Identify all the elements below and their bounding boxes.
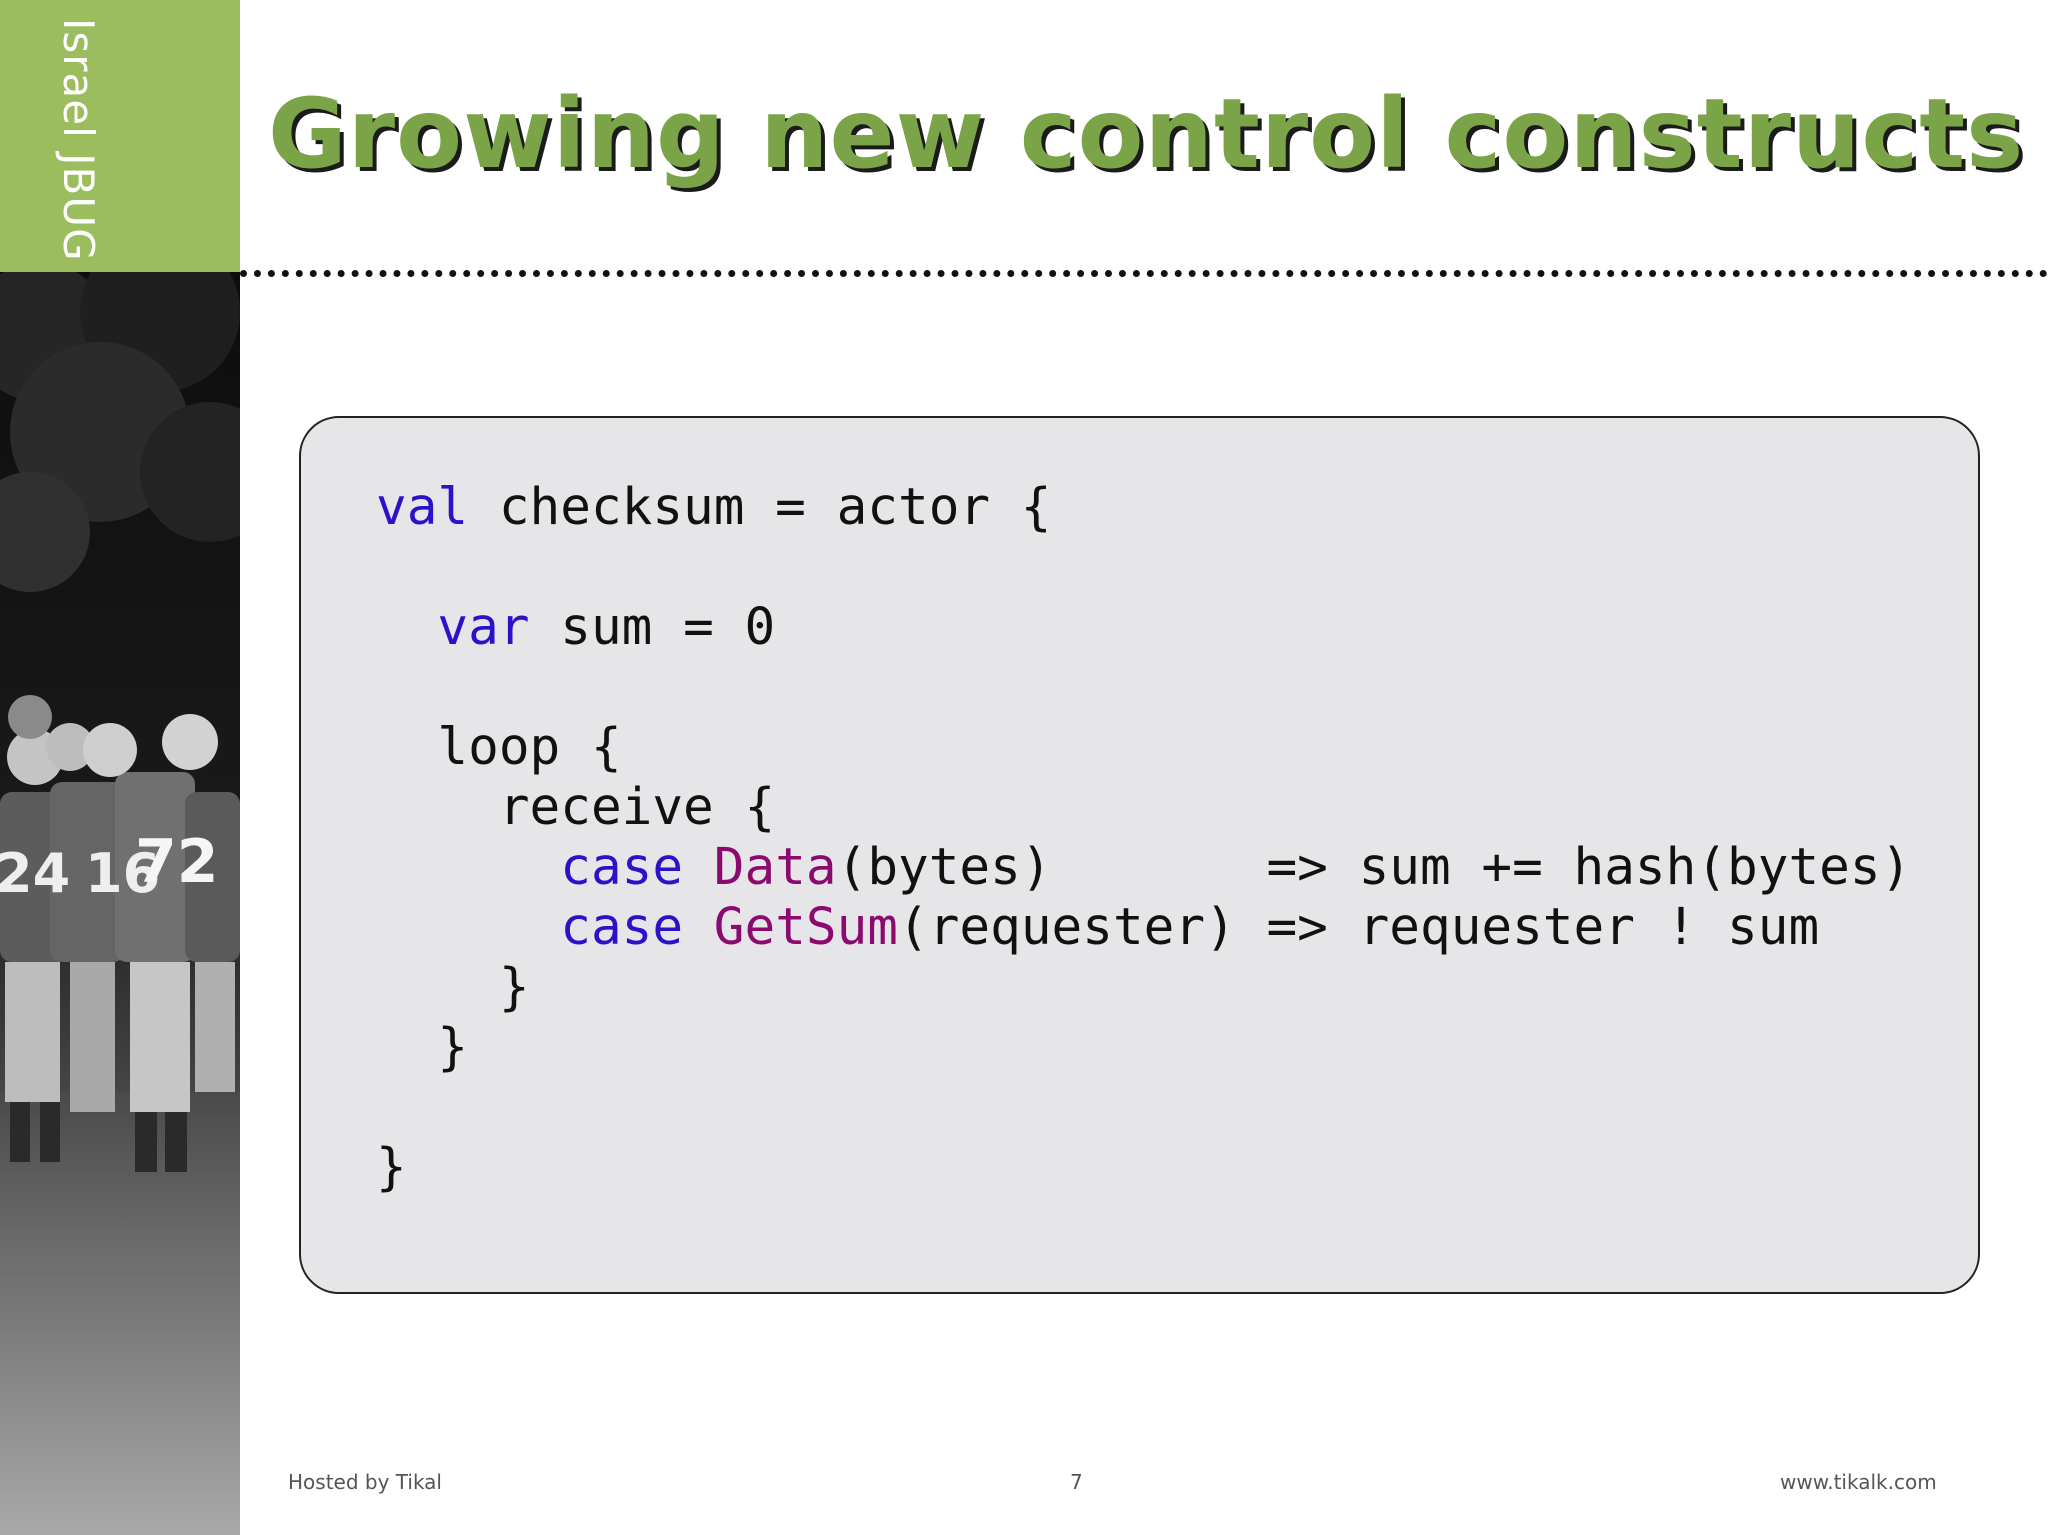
code-keyword: val [376, 478, 469, 537]
football-team-photo: 24 16 72 [0, 272, 240, 1535]
footer-host: Hosted by Tikal [288, 1470, 442, 1494]
code-text: loop { [437, 718, 622, 777]
code-text: checksum = actor { [468, 478, 1052, 537]
sidebar-brand-block: Israel JBUG [0, 0, 240, 272]
slide-title: Growing new control constructs [268, 78, 2025, 190]
code-indent [376, 598, 437, 657]
code-indent [376, 898, 560, 957]
code-line [376, 538, 1911, 598]
code-line [376, 1078, 1911, 1138]
code-line: receive { [376, 778, 1911, 838]
code-indent [376, 1018, 437, 1077]
code-text: (requester) => requester ! sum [898, 898, 1820, 957]
code-text: sum = 0 [529, 598, 776, 657]
code-keyword: case [560, 898, 684, 957]
code-line: case GetSum(requester) => requester ! su… [376, 898, 1911, 958]
footer-page-number: 7 [1070, 1470, 1083, 1494]
code-indent [376, 838, 560, 897]
jersey-number: 24 [0, 842, 70, 905]
code-line: } [376, 1138, 1911, 1198]
jersey-number: 16 [85, 842, 160, 905]
sidebar: Israel JBUG [0, 0, 240, 1535]
code-text: receive { [498, 778, 776, 837]
code-line: val checksum = actor { [376, 478, 1911, 538]
title-divider [240, 270, 2048, 277]
jersey-number: 72 [135, 827, 219, 897]
brand-label: Israel JBUG [54, 18, 103, 262]
code-text: } [437, 1018, 469, 1077]
code-text: } [376, 1138, 407, 1197]
code-line [376, 658, 1911, 718]
code-keyword: var [437, 598, 530, 657]
code-indent [376, 958, 499, 1017]
code-type: GetSum [713, 898, 899, 957]
code-text [683, 838, 714, 897]
code-text [683, 898, 714, 957]
code-indent [376, 718, 437, 777]
code-box [299, 416, 1980, 1294]
code-line: var sum = 0 [376, 598, 1911, 658]
code-line: } [376, 958, 1911, 1018]
code-line: } [376, 1018, 1911, 1078]
code-text: (bytes) => sum += hash(bytes) [836, 838, 1912, 897]
code-block: val checksum = actor { var sum = 0 loop … [376, 478, 1911, 1198]
code-line: loop { [376, 718, 1911, 778]
code-keyword: case [560, 838, 684, 897]
footer-website: www.tikalk.com [1780, 1470, 1937, 1494]
code-text: } [498, 958, 530, 1017]
code-line: case Data(bytes) => sum += hash(bytes) [376, 838, 1911, 898]
code-indent [376, 778, 499, 837]
code-type: Data [713, 838, 837, 897]
